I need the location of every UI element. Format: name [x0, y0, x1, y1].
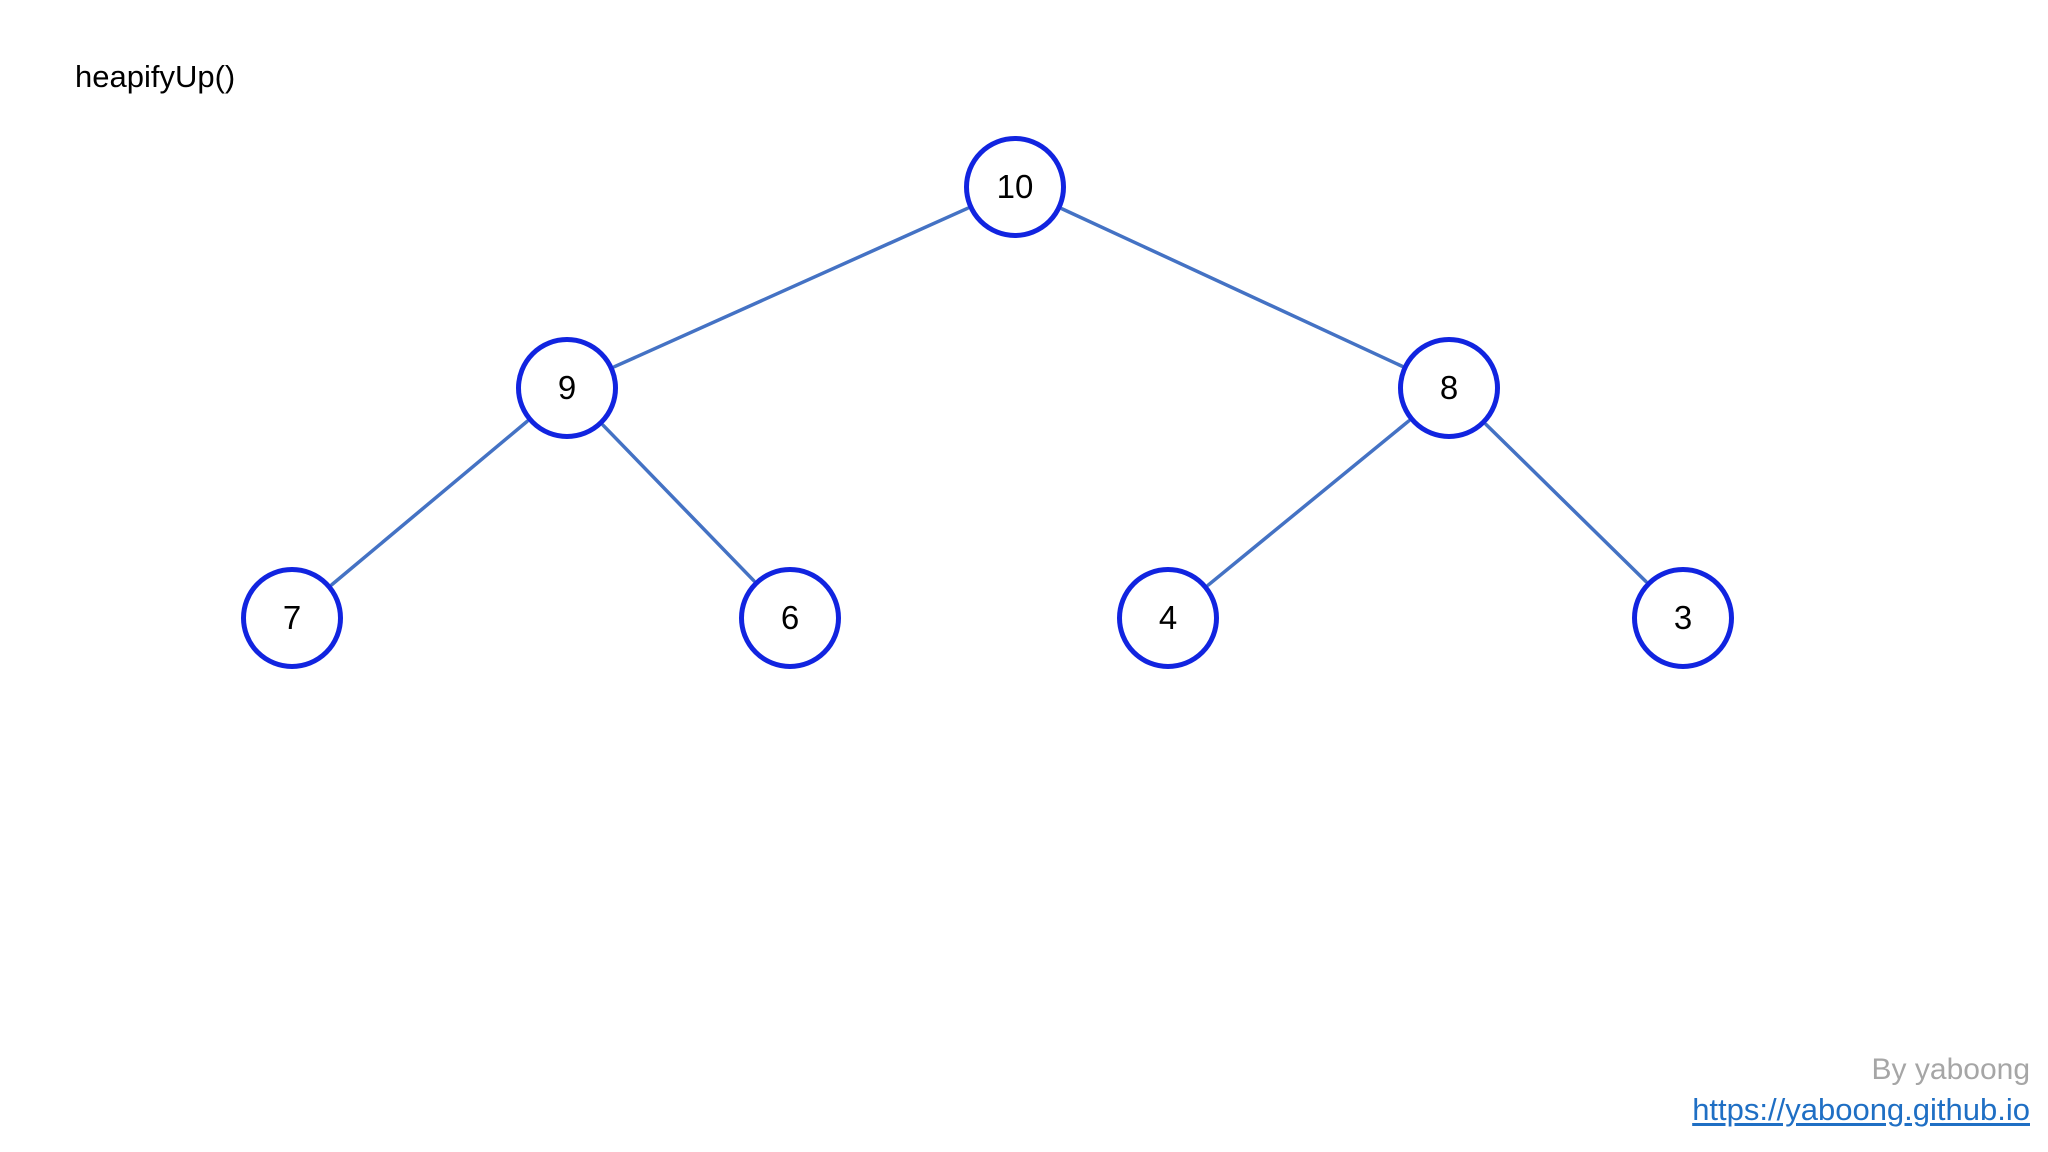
- tree-node-value: 10: [996, 168, 1034, 205]
- tree-node-4[interactable]: 4: [1117, 567, 1219, 669]
- tree-node-8[interactable]: 8: [1398, 337, 1500, 439]
- tree-node-value: 3: [1673, 599, 1693, 636]
- tree-edge: [601, 423, 756, 583]
- footer-site-link[interactable]: https://yaboong.github.io: [1692, 1092, 2030, 1127]
- tree-node-3[interactable]: 3: [1632, 567, 1734, 669]
- tree-edge: [612, 206, 970, 369]
- tree-edge: [1060, 207, 1404, 368]
- tree-node-10[interactable]: 10: [964, 136, 1066, 238]
- tree-node-7[interactable]: 7: [241, 567, 343, 669]
- tree-edge: [1206, 419, 1411, 587]
- tree-node-9[interactable]: 9: [516, 337, 618, 439]
- page-title: heapifyUp(): [75, 59, 236, 94]
- tree-node-value: 9: [557, 369, 577, 406]
- tree-edge: [330, 419, 529, 587]
- tree-node-value: 6: [780, 599, 800, 636]
- tree-node-value: 4: [1158, 599, 1178, 636]
- tree-node-6[interactable]: 6: [739, 567, 841, 669]
- footer-author-label: By yaboong: [1871, 1053, 2030, 1086]
- tree-node-value: 8: [1439, 369, 1459, 406]
- tree-edge: [1484, 422, 1648, 584]
- footer: By yaboong https://yaboong.github.io: [1692, 1050, 2030, 1130]
- tree-node-value: 7: [282, 599, 302, 636]
